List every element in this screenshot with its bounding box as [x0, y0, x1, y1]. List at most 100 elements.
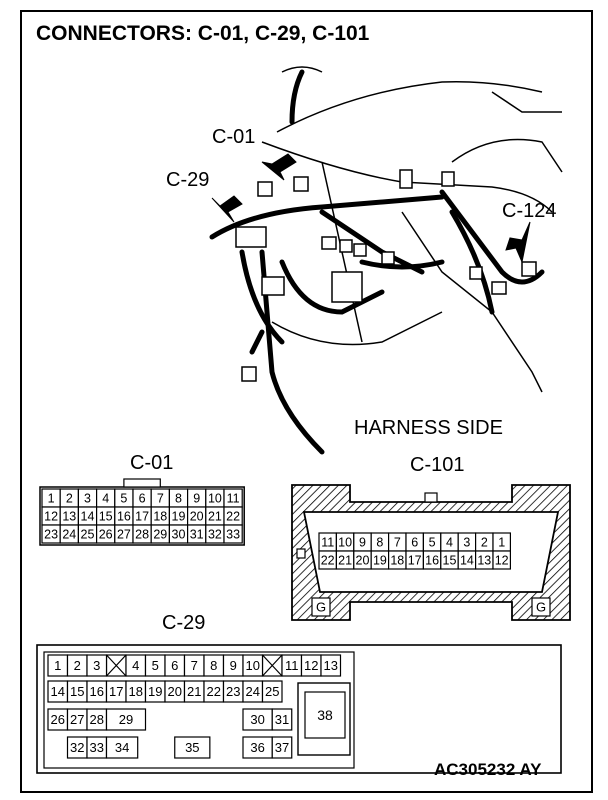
- c29-pin: 33: [90, 740, 104, 755]
- c29-pin: 8: [210, 658, 217, 673]
- c29-blank-mark: [262, 654, 283, 677]
- c01-pin: 13: [62, 510, 76, 524]
- c101-pin: 11: [321, 536, 334, 550]
- c01-pin: 20: [190, 510, 204, 524]
- c101-ground-left: G: [316, 600, 326, 615]
- harness-illustration: [209, 66, 563, 455]
- c101-key: [424, 492, 438, 503]
- c01-latch: [123, 478, 161, 488]
- c01-pin: 10: [208, 492, 222, 506]
- c29-pin: 19: [148, 684, 162, 699]
- c01-pin: 2: [66, 492, 73, 506]
- c01-pin: 9: [193, 492, 200, 506]
- c01-pin: 25: [81, 528, 95, 542]
- c01-pin: 4: [102, 492, 109, 506]
- c101-pin: 19: [373, 554, 387, 568]
- diagram-title: CONNECTORS: C-01, C-29, C-101: [36, 22, 370, 45]
- c01-pin: 6: [139, 492, 146, 506]
- c29-pin: 32: [70, 740, 84, 755]
- c29-pin: 27: [70, 712, 84, 727]
- c29-pin: 20: [168, 684, 182, 699]
- c101-pin: 14: [460, 554, 474, 568]
- callout-c01: C-01: [212, 126, 256, 148]
- c29-pin-cell: [320, 654, 342, 677]
- c29-pin: 36: [250, 740, 264, 755]
- c29-pin: 4: [132, 658, 139, 673]
- c01-pin: 14: [81, 510, 95, 524]
- c29-pin-38-cell: [304, 691, 346, 739]
- figure-code: AC305232 AY: [434, 760, 542, 779]
- c29-pin: 21: [187, 684, 201, 699]
- c101-pin: 16: [425, 554, 439, 568]
- c29-label: C-29: [162, 612, 206, 634]
- c29-pin: 18: [129, 684, 143, 699]
- c29-pin: 37: [275, 740, 289, 755]
- c101-pin: 20: [356, 554, 370, 568]
- c01-pin: 7: [157, 492, 164, 506]
- c01-pin: 31: [190, 528, 204, 542]
- c101-ground-right-cell: [531, 597, 551, 617]
- c101-pin: 2: [481, 536, 488, 550]
- c101-pin: 1: [498, 536, 505, 550]
- c101-pin: 10: [338, 536, 352, 550]
- c101-pin: 4: [446, 536, 453, 550]
- c29-pin: 15: [70, 684, 84, 699]
- c01-pin: 3: [84, 492, 91, 506]
- c101-pin: 9: [359, 536, 366, 550]
- c01-pin: 17: [135, 510, 149, 524]
- c29-pin: 10: [246, 658, 260, 673]
- c29-pin-cell: [242, 654, 264, 677]
- c101-pin: 18: [390, 554, 404, 568]
- c29-pin: 31: [275, 712, 289, 727]
- c29-pin-cell: [86, 654, 108, 677]
- c101-pin: 22: [321, 554, 335, 568]
- c29-pin: 7: [191, 658, 198, 673]
- c29-pin: 3: [93, 658, 100, 673]
- c101-pin: 7: [394, 536, 401, 550]
- c29-pin: 23: [226, 684, 240, 699]
- c01-pin: 29: [153, 528, 167, 542]
- c01-pin: 5: [120, 492, 127, 506]
- c101-pin: 3: [463, 536, 470, 550]
- c01-pin: 21: [208, 510, 222, 524]
- c29-pin: 22: [207, 684, 221, 699]
- c29-pin: 6: [171, 658, 178, 673]
- c29-pin: 29: [119, 712, 133, 727]
- c101-ground-left-cell: [311, 597, 331, 617]
- c101-pin: 15: [443, 554, 457, 568]
- c01-pin: 30: [172, 528, 186, 542]
- c101-pin: 17: [408, 554, 422, 568]
- c01-pin: 8: [175, 492, 182, 506]
- c101-pin: 8: [376, 536, 383, 550]
- c29-pin: 35: [185, 740, 199, 755]
- c29-pin: 28: [90, 712, 104, 727]
- c101-side-tab: [296, 548, 306, 559]
- c01-pin: 18: [153, 510, 167, 524]
- c29-pin: 17: [109, 684, 123, 699]
- c101-label: C-101: [410, 454, 465, 476]
- c01-pin: 23: [44, 528, 58, 542]
- c29-inner: [43, 651, 355, 769]
- callout-c29: C-29: [166, 169, 210, 191]
- c29-pin: 25: [265, 684, 279, 699]
- c29-pin: 11: [285, 658, 299, 673]
- c01-pin-cell: [223, 524, 243, 544]
- c29-pin: 9: [230, 658, 237, 673]
- c01-pin: 1: [48, 492, 55, 506]
- c01-pin: 12: [44, 510, 58, 524]
- c01-pin: 22: [226, 510, 240, 524]
- c101-pin: 13: [477, 554, 491, 568]
- c101-pin: 21: [338, 554, 352, 568]
- c01-pin: 32: [208, 528, 222, 542]
- c101-pin: 5: [429, 536, 436, 550]
- c101-pin-cell: [492, 550, 511, 570]
- c29-pin-cell: [271, 736, 293, 759]
- harness-side-label: HARNESS SIDE: [354, 417, 503, 439]
- c101-ground-right: G: [536, 600, 546, 615]
- c29-pin: 12: [304, 658, 318, 673]
- c01-label: C-01: [130, 452, 174, 474]
- c29-pin-38: 38: [317, 707, 333, 723]
